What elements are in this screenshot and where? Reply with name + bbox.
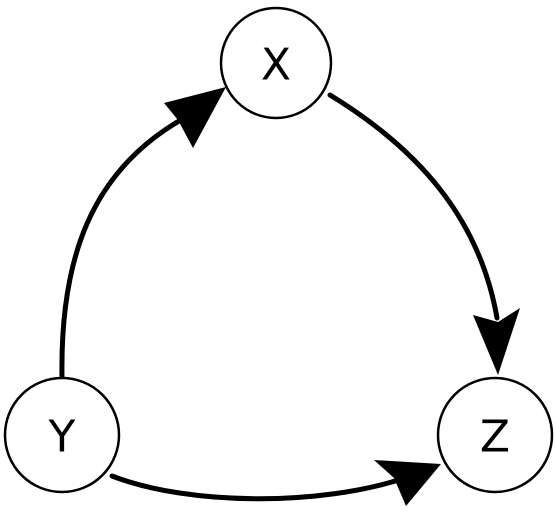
edge-x-to-z-line	[327, 92, 500, 321]
node-z-circle	[436, 376, 554, 494]
edge-y-to-z-line	[109, 473, 408, 502]
node-z: Z	[436, 376, 554, 494]
node-x-circle	[219, 6, 333, 120]
edge-y-to-z-arrowhead	[374, 460, 441, 506]
edge-y-to-x	[59, 87, 226, 381]
edge-x-to-z-arrowhead	[473, 308, 520, 375]
edge-x-to-z	[327, 92, 520, 375]
node-y-circle	[3, 376, 121, 494]
edge-y-to-z	[109, 460, 441, 506]
edge-y-to-x-line	[59, 114, 189, 381]
node-y-label: Y	[48, 412, 76, 463]
node-z-label: Z	[480, 412, 510, 463]
node-x-label: X	[261, 40, 291, 91]
node-y: Y	[3, 376, 121, 494]
node-x: X	[219, 6, 333, 120]
edge-y-to-x-arrowhead	[164, 87, 226, 148]
